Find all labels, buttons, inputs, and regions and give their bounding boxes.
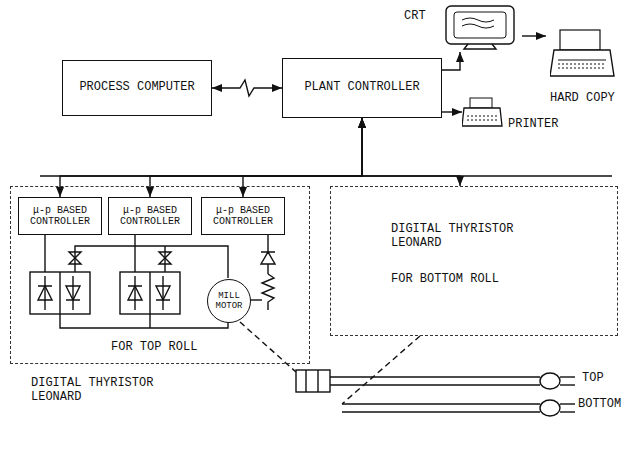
signal-connector [362,118,460,186]
power-wire [149,314,150,328]
top-shaft [296,370,575,392]
node-label: μ-p BASED CONTROLLER [205,205,281,228]
device-icon: HARD COPY [546,26,624,118]
gate-wire [44,234,45,272]
device-picture [462,96,504,130]
signal-connector [212,80,282,96]
bottom-shaft [342,400,575,416]
thyristor-bridge [120,272,180,314]
node-label: FOR BOTTOM ROLL [391,273,499,287]
controller-box: μ-p BASED CONTROLLER [108,197,192,235]
signal-connector [442,111,462,112]
signal-connector [522,35,546,36]
node-label: DIGITAL THYRISTOR LEONARD [31,377,181,405]
controller-box: μ-p BASED CONTROLLER [18,197,102,235]
device-picture [550,26,618,86]
power-wire [75,246,228,278]
dashed-region: DIGITAL THYRISTOR LEONARD FOR BOTTOM ROLL [330,186,618,336]
roll-label: TOP [582,372,604,385]
reactor-symbol [159,252,171,264]
field-circuit [250,234,275,310]
node-label: MILL MOTOR [208,291,250,312]
node-label: DIGITAL THYRISTOR LEONARD [391,223,551,251]
controller-box: PROCESS COMPUTER [62,60,212,116]
reactor-symbol [69,252,81,264]
node-label: μ-p BASED CONTROLLER [112,205,188,228]
node-label: PLANT CONTROLLER [304,81,419,95]
node-label: CRT [404,10,426,24]
node-label: FOR TOP ROLL [111,341,197,355]
node-label: μ-p BASED CONTROLLER [22,205,98,228]
dashed-region: FOR TOP ROLLDIGITAL THYRISTOR LEONARDμ-p… [10,186,310,364]
thyristor-bridge [30,272,90,314]
device-icon: PRINTER [462,92,562,140]
device-icon: CRT [400,2,522,52]
node-label: HARD COPY [550,92,615,106]
node-label: PROCESS COMPUTER [79,81,194,95]
signal-connector [442,52,460,70]
controller-box: PLANT CONTROLLER [282,58,442,118]
device-picture [440,4,520,50]
controller-box: μ-p BASED CONTROLLER [201,197,285,235]
gate-wire [134,234,135,272]
leader-line [342,336,420,404]
leader-line [240,322,296,372]
node-label: PRINTER [508,118,558,132]
motor-circle: MILL MOTOR [207,279,251,323]
roll-label: BOTTOM [578,398,621,411]
power-wire [60,314,228,328]
